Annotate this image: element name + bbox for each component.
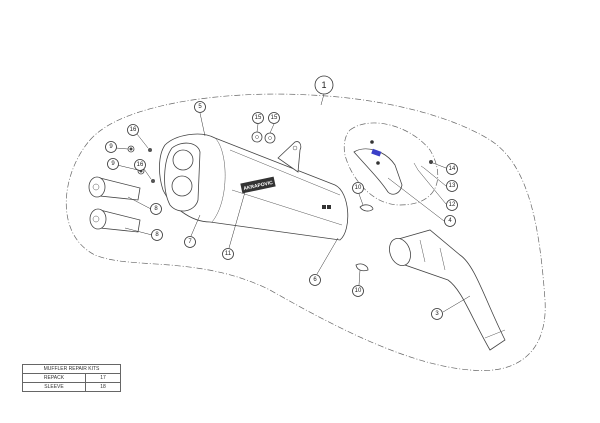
- svg-text:9: 9: [109, 144, 113, 150]
- callout-16b: 16: [134, 159, 146, 171]
- svg-text:9: 9: [111, 161, 115, 167]
- callout-8b: 8: [151, 229, 163, 241]
- svg-text:12: 12: [449, 202, 456, 208]
- callout-15a: 15: [252, 112, 264, 124]
- muffler: AKRAPOVIC: [159, 133, 349, 241]
- callout-15b: 15: [268, 112, 280, 124]
- heatshield-outline: [343, 122, 439, 206]
- svg-text:10: 10: [355, 288, 362, 294]
- svg-text:14: 14: [449, 166, 456, 172]
- svg-text:15: 15: [255, 115, 262, 121]
- callout-5: 5: [194, 101, 206, 113]
- svg-text:15: 15: [271, 115, 278, 121]
- callout-1: 1: [314, 75, 334, 95]
- callout-9a: 9: [105, 141, 117, 153]
- svg-text:1: 1: [321, 80, 326, 90]
- table-row: REPACK 17: [22, 373, 121, 383]
- heat-shield: [353, 140, 433, 195]
- springs: [355, 204, 374, 272]
- callout-8a: 8: [150, 203, 162, 215]
- kit-part-number: 18: [85, 382, 121, 392]
- callout-14: 14: [446, 163, 458, 175]
- svg-text:8: 8: [155, 232, 159, 238]
- kit-name: REPACK: [22, 373, 86, 383]
- kit-part-number: 17: [85, 373, 121, 383]
- svg-text:10: 10: [355, 185, 362, 191]
- callout-3: 3: [431, 308, 443, 320]
- callout-4: 4: [444, 215, 456, 227]
- svg-text:7: 7: [188, 239, 192, 245]
- callout-11: 11: [222, 248, 234, 260]
- sleeve-parts: [88, 131, 276, 233]
- svg-text:16: 16: [130, 127, 137, 133]
- svg-text:4: 4: [448, 218, 452, 224]
- callout-13: 13: [446, 180, 458, 192]
- link-pipe: [389, 229, 506, 351]
- callout-16a: 16: [127, 124, 139, 136]
- callout-12: 12: [446, 199, 458, 211]
- table-row: SLEEVE 18: [22, 382, 121, 392]
- kit-name: SLEEVE: [22, 382, 86, 392]
- repair-kits-title: MUFFLER REPAIR KITS: [22, 364, 121, 374]
- repair-kits-table: MUFFLER REPAIR KITS REPACK 17 SLEEVE 18: [22, 364, 121, 392]
- svg-text:11: 11: [225, 251, 232, 257]
- callout-6: 6: [309, 274, 321, 286]
- callout-9b: 9: [107, 158, 119, 170]
- assembly-outline: [66, 93, 546, 371]
- callout-10b: 10: [352, 285, 364, 297]
- svg-text:5: 5: [198, 104, 202, 110]
- svg-text:13: 13: [449, 183, 456, 189]
- svg-text:6: 6: [313, 277, 317, 283]
- svg-text:8: 8: [154, 206, 158, 212]
- svg-text:16: 16: [137, 162, 144, 168]
- callout-7: 7: [184, 236, 196, 248]
- leader-lines: [115, 93, 471, 313]
- callout-10a: 10: [352, 182, 364, 194]
- svg-text:3: 3: [435, 311, 439, 317]
